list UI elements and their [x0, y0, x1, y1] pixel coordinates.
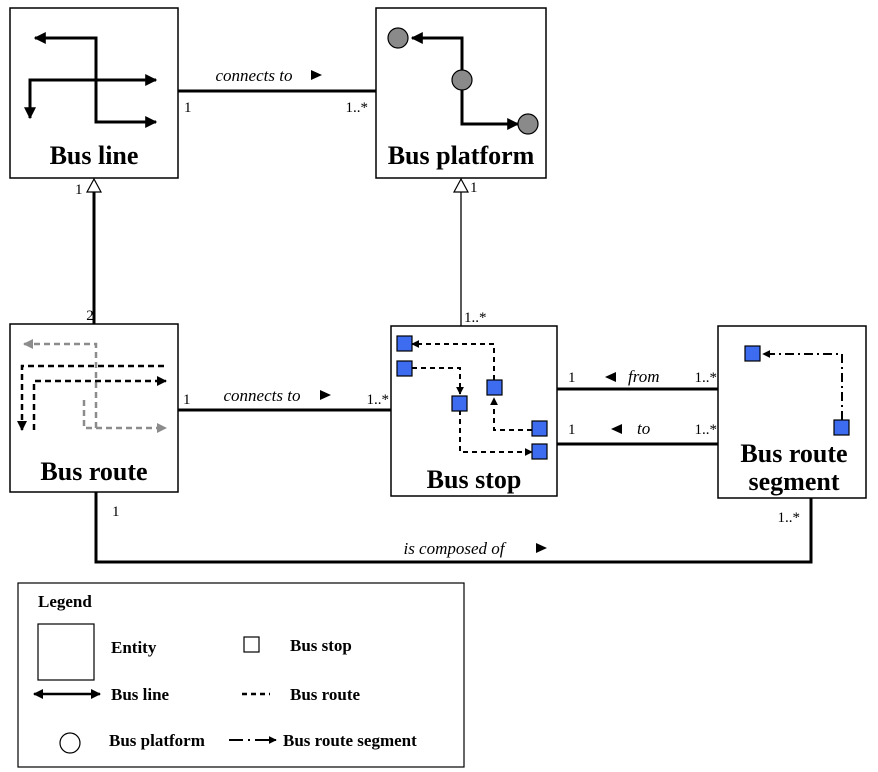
legend-title: Legend	[38, 592, 92, 611]
legend-bus-route-segment-label: Bus route segment	[283, 731, 417, 750]
multiplicity: 1..*	[778, 510, 801, 526]
relation-route-segment: is composed of 1 1..*	[94, 492, 813, 564]
relation-stop-segment-to: to 1 1..*	[557, 419, 718, 446]
bus-platform-title: Bus platform	[388, 141, 535, 170]
bus-stop-title: Bus stop	[427, 465, 522, 494]
bus-stop-entity: Bus stop	[390, 325, 558, 497]
bus-stop-square	[833, 419, 850, 436]
multiplicity: 1	[568, 422, 576, 438]
multiplicity: 2	[86, 308, 94, 324]
multiplicity: 1..*	[695, 370, 718, 386]
bus-route-segment-entity: Bus route segment	[717, 325, 867, 499]
multiplicity: 1	[470, 180, 478, 196]
bus-stop-square	[486, 379, 503, 396]
platform-circle	[387, 27, 409, 49]
legend-bus-platform-swatch	[59, 732, 81, 754]
direction-arrow-icon	[605, 372, 616, 382]
relation-label: connects to	[224, 386, 301, 405]
bus-route-segment-title-line2: segment	[749, 467, 840, 496]
direction-arrow-icon	[311, 70, 322, 80]
direction-arrow-icon	[536, 543, 547, 553]
legend-bus-stop-swatch	[243, 636, 260, 653]
bus-stop-square	[396, 335, 413, 352]
bus-line-icon	[24, 32, 158, 128]
direction-arrow-icon	[611, 424, 622, 434]
multiplicity: 1..*	[464, 310, 487, 326]
bus-platform-entity: Bus platform	[375, 7, 547, 179]
bus-route-segment-title-line1: Bus route	[740, 439, 847, 468]
legend-entity-swatch	[37, 623, 95, 681]
bus-stop-icon	[396, 335, 548, 460]
relation-label: is composed of	[403, 539, 506, 558]
legend-entity-label: Entity	[111, 638, 157, 657]
bus-platform-icon	[387, 27, 539, 135]
generalization-arrow-icon	[85, 177, 103, 193]
multiplicity: 1	[75, 182, 83, 198]
bus-route-icon	[17, 339, 167, 433]
multiplicity: 1	[184, 100, 192, 116]
legend-bus-route-label: Bus route	[290, 685, 361, 704]
bus-stop-square	[396, 360, 413, 377]
relation-label: to	[637, 419, 650, 438]
platform-circle	[451, 69, 473, 91]
multiplicity: 1..*	[695, 422, 718, 438]
direction-arrow-icon	[320, 390, 331, 400]
generalization-arrow-icon	[452, 177, 470, 193]
bus-stop-square	[451, 395, 468, 412]
bus-line-title: Bus line	[50, 141, 139, 170]
multiplicity: 1	[568, 370, 576, 386]
bus-stop-square	[531, 420, 548, 437]
platform-circle	[517, 113, 539, 135]
relation-line-platform: connects to 1 1..*	[178, 66, 376, 116]
bus-route-segment-icon	[744, 345, 850, 436]
relation-stop-segment-from: from 1 1..*	[557, 367, 718, 391]
bus-stop-square	[531, 443, 548, 460]
multiplicity: 1..*	[346, 100, 369, 116]
relation-label: from	[628, 367, 660, 386]
bus-stop-square	[744, 345, 761, 362]
multiplicity: 1..*	[367, 392, 390, 408]
legend-bus-line-label: Bus line	[111, 685, 170, 704]
relation-label: connects to	[216, 66, 293, 85]
multiplicity: 1	[112, 504, 120, 520]
legend-bus-stop-label: Bus stop	[290, 636, 352, 655]
multiplicity: 1	[183, 392, 191, 408]
relation-platform-stop: 1 1..*	[452, 177, 487, 326]
relation-route-stop: connects to 1 1..*	[178, 386, 391, 412]
legend: Legend Entity Bus stop Bus line Bus rout…	[17, 582, 465, 768]
legend-bus-platform-label: Bus platform	[109, 731, 205, 750]
bus-route-title: Bus route	[40, 457, 147, 486]
bus-route-entity: Bus route	[9, 323, 179, 493]
relation-line-route: 1 2	[75, 177, 103, 324]
bus-line-entity: Bus line	[9, 7, 179, 179]
